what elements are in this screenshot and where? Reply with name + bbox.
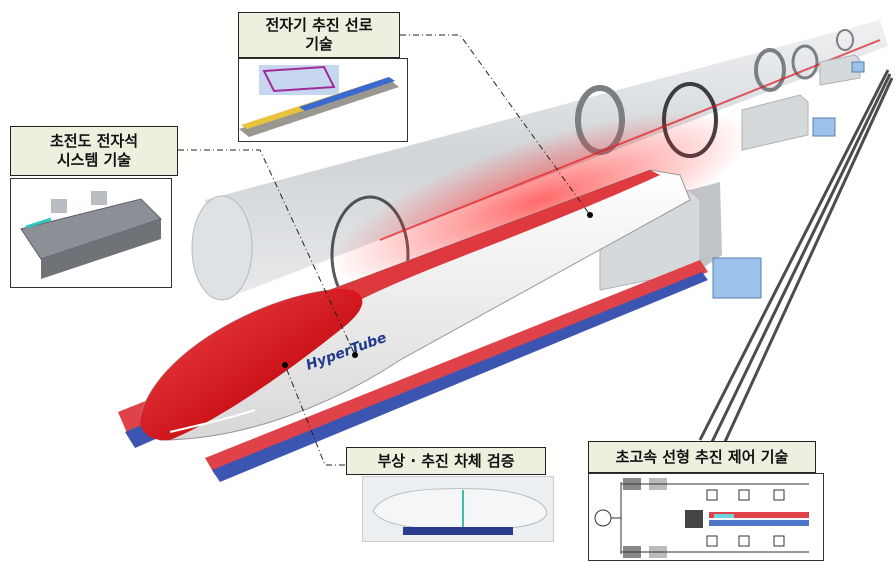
superconducting-image xyxy=(10,178,172,288)
power-cables xyxy=(698,69,894,445)
pointer-dot xyxy=(282,362,288,368)
label-propulsion-line-text-1: 전자기 추진 선로 xyxy=(265,16,373,34)
label-levitation-verification-text: 부상 · 추진 차체 검증 xyxy=(377,451,515,470)
propulsion-line-image xyxy=(238,58,408,142)
label-linear-control-text: 초고속 선형 추진 제어 기술 xyxy=(615,447,789,466)
label-linear-control: 초고속 선형 추진 제어 기술 xyxy=(588,441,816,473)
leader-lines xyxy=(178,34,591,466)
label-superconducting-text-1: 초전도 전자석 xyxy=(49,132,139,150)
label-levitation-verification: 부상 · 추진 차체 검증 xyxy=(346,447,546,475)
control-circuit-image xyxy=(588,473,824,561)
label-superconducting-text-2: 시스템 기술 xyxy=(56,151,132,169)
pointer-dot xyxy=(352,352,358,358)
levitation-vehicle-image xyxy=(362,476,554,542)
label-superconducting: 초전도 전자석 시스템 기술 xyxy=(10,126,178,176)
pointer-dot xyxy=(587,212,593,218)
label-propulsion-line-text-2: 기술 xyxy=(305,35,333,53)
hypertube-vehicle: HyperTube xyxy=(139,169,691,441)
label-propulsion-line: 전자기 추진 선로 기술 xyxy=(238,12,400,58)
